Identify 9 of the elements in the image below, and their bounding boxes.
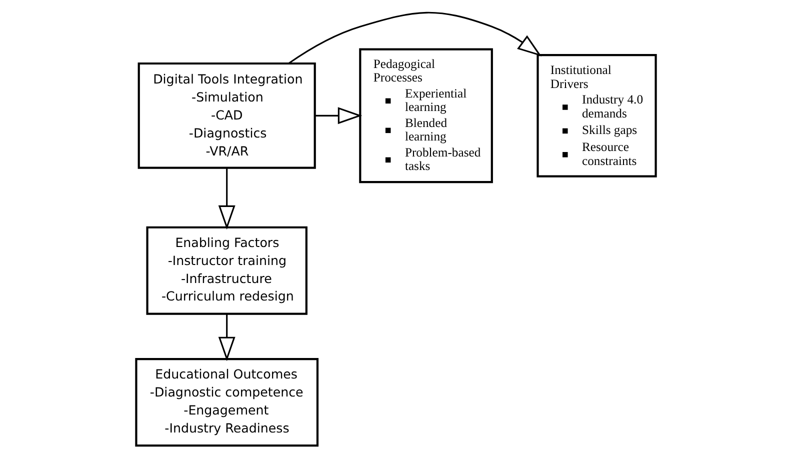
node-box: Digital Tools Integration -Simulation -CAD -Diagnostics -VR/AR: [138, 62, 316, 169]
arrow: [218, 314, 236, 362]
arrow: [218, 168, 236, 230]
node-box: Educational Outcomes -Diagnostic competence -Engagement -Industry Readiness: [135, 358, 319, 447]
node-box: Enabling Factors -Instructor training -Infrastructure -Curriculum redesign: [146, 226, 308, 315]
arrow: [315, 107, 362, 124]
node-box: Pedagogical Processes Experiential learning Blended learning Problem-based tasks: [359, 48, 493, 184]
node-box: Institutional Drivers Industry 4.0 demands Skills gaps Resource constraints: [536, 54, 657, 178]
arrow: [288, 12, 542, 64]
